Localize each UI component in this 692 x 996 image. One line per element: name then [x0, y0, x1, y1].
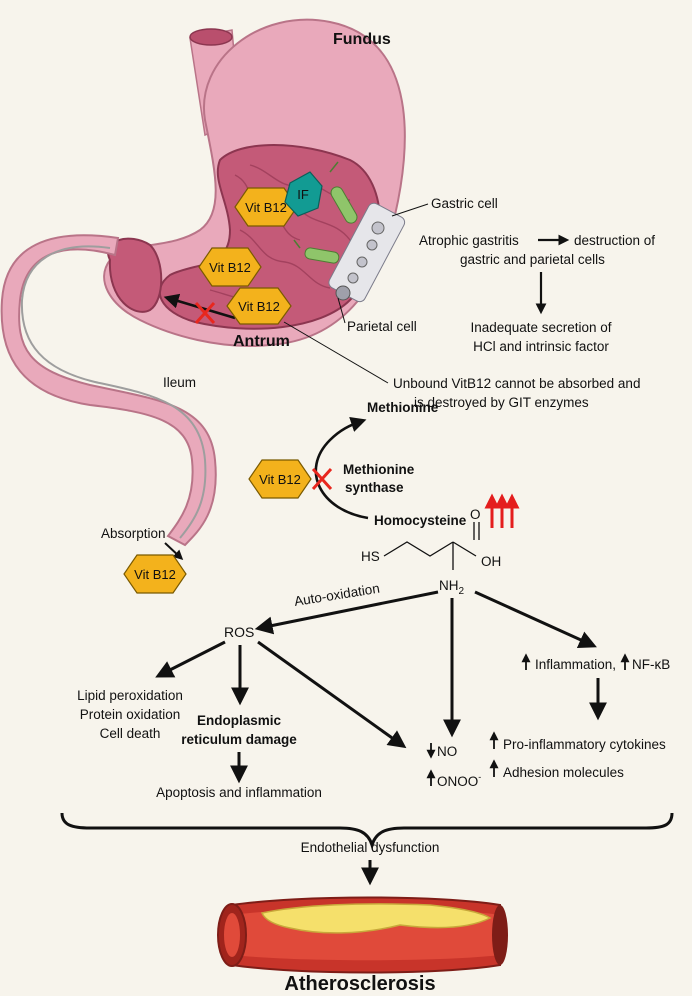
if-hex-label: IF: [297, 187, 309, 202]
protein-oxidation-label: Protein oxidation: [80, 707, 181, 722]
apoptosis-label: Apoptosis and inflammation: [156, 785, 322, 800]
methionine-label: Methionine: [367, 400, 439, 415]
bacteria: [293, 161, 358, 264]
endothelial-dysfunction-label: Endothelial dysfunction: [301, 840, 440, 855]
ileum-label: Ileum: [163, 375, 196, 390]
ros-label: ROS: [224, 624, 254, 640]
unbound-vitb12-text: Unbound VitB12 cannot be absorbed and: [393, 376, 640, 391]
inflammation-label: Inflammation,: [535, 657, 616, 672]
onoo-label: ONOO-: [437, 772, 481, 789]
unbound-leader: [283, 321, 389, 384]
onoo-superscript: -: [478, 772, 481, 782]
vitb12-hex-label-3: Vit B12: [238, 299, 280, 314]
gastric-cell-column: [328, 202, 406, 303]
methionine-synthase-label-1: Methionine: [343, 462, 415, 477]
atherosclerosis-label: Atherosclerosis: [284, 973, 435, 995]
onoo-text: ONOO: [437, 774, 478, 789]
destroyed-git-text: is destroyed by GIT enzymes: [414, 395, 589, 410]
if-hexagon: [284, 171, 323, 217]
increase-arrows: [484, 493, 520, 528]
homocysteine-label: Homocysteine: [374, 513, 467, 528]
er-damage-label-2: reticulum damage: [181, 732, 297, 747]
homocysteine-structure: [383, 522, 480, 570]
summary-brace: [60, 812, 674, 851]
vitb12-hexagon-3: Vit B12: [226, 287, 292, 325]
cross-mark-synthase: [311, 467, 333, 491]
no-label: NO: [437, 744, 457, 759]
blood-vessel-plaque: [217, 896, 508, 974]
methionine-synthase-label-2: synthase: [345, 480, 404, 495]
vitb12-hex-label-1: Vit B12: [245, 200, 287, 215]
vitb12-hexagon-methionine: Vit B12: [248, 459, 312, 499]
gastric-cell-label: Gastric cell: [431, 196, 498, 211]
homocysteine-to-inflammation-arrow: [474, 590, 597, 648]
inadequate-secretion-text: Inadequate secretion of: [470, 320, 611, 335]
nh2-subscript: 2: [459, 586, 465, 597]
atrophic-gastritis-text: Atrophic gastritis: [419, 233, 519, 248]
cytokines-label: Pro-inflammatory cytokines: [503, 737, 666, 752]
adhesion-label: Adhesion molecules: [503, 765, 624, 780]
auto-oxidation-arrow: [254, 590, 439, 635]
cell-death-label: Cell death: [100, 726, 161, 741]
molecule-hs: HS: [361, 549, 380, 564]
ros-to-no-arrow: [257, 640, 407, 749]
vitb12-hex-label-absorbed: Vit B12: [134, 567, 176, 582]
cross-mark-stomach: [194, 301, 216, 325]
parietal-cell-label: Parietal cell: [347, 319, 417, 334]
ros-to-lipid-arrow: [155, 640, 226, 678]
vitb12-hexagon-absorbed: Vit B12: [123, 554, 187, 594]
lipid-peroxidation-label: Lipid peroxidation: [77, 688, 183, 703]
methionine-cycle-arrow: [314, 417, 369, 520]
vitb12-hex-label-methionine: Vit B12: [259, 472, 301, 487]
vitb12-hexagon-2: Vit B12: [198, 247, 262, 287]
er-damage-label-1: Endoplasmic: [197, 713, 282, 728]
nh-text: NH: [439, 578, 459, 593]
fundus-label: Fundus: [333, 31, 391, 48]
molecule-nh2: NH2: [439, 578, 465, 597]
parietal-cell-leader: [337, 297, 346, 324]
gastric-parietal-cells-text: gastric and parietal cells: [460, 252, 605, 267]
gastric-cell-leader: [391, 203, 429, 217]
molecule-o: O: [470, 507, 481, 522]
destruction-of-text: destruction of: [574, 233, 655, 248]
vitb12-if-complex: Vit B12 IF: [234, 171, 323, 227]
absorption-arrow: [164, 542, 184, 561]
antrum-label: Antrum: [233, 333, 290, 350]
vitb12-hex-label-2: Vit B12: [209, 260, 251, 275]
absorption-label: Absorption: [101, 526, 166, 541]
hcl-intrinsic-factor-text: HCl and intrinsic factor: [473, 339, 609, 354]
nfkb-label: NF-κB: [632, 657, 670, 672]
molecule-oh: OH: [481, 554, 501, 569]
